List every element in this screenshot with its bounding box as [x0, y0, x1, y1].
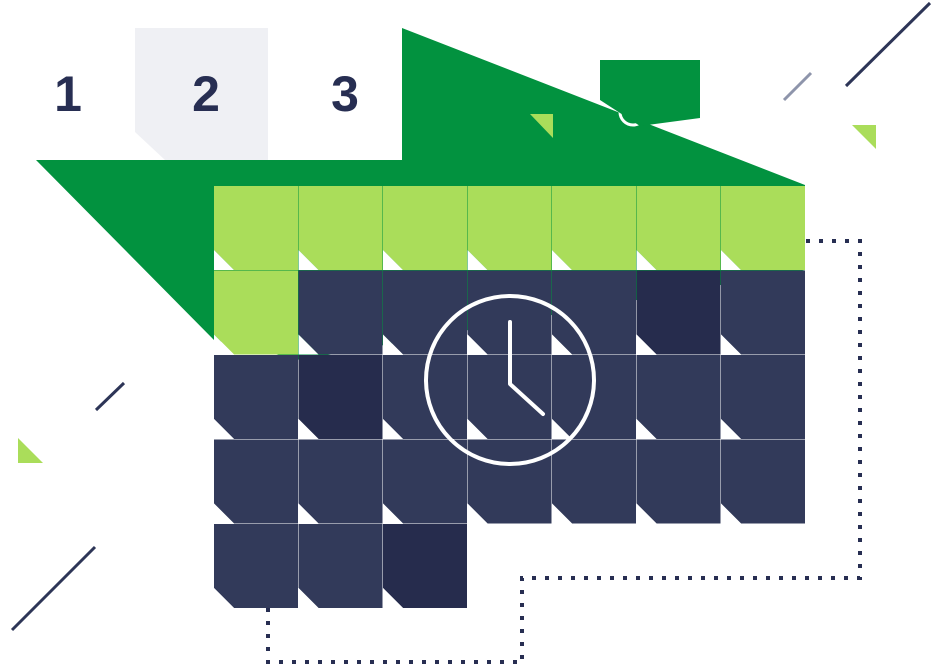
day-cell-fold — [467, 250, 488, 270]
day-cell — [383, 355, 467, 439]
step-3-label: 3 — [331, 66, 359, 122]
clock-icon — [424, 294, 596, 466]
day-cell-fold — [298, 503, 319, 524]
day-cell — [214, 355, 298, 439]
day-cell — [721, 355, 805, 439]
step-2-label: 2 — [192, 66, 220, 122]
day-cell — [552, 270, 636, 355]
day-grid — [214, 186, 805, 608]
day-cell — [636, 186, 721, 270]
decor-triangle-1 — [530, 114, 553, 138]
decor-triangle-2 — [852, 125, 876, 149]
day-cell-fold — [552, 419, 572, 439]
day-cell-fold — [721, 334, 741, 355]
day-cell-fold — [383, 334, 403, 355]
day-cell — [214, 270, 298, 355]
day-cell-fold — [298, 250, 319, 270]
day-cell-fold — [214, 250, 234, 270]
day-cell — [467, 355, 552, 439]
day-cell-fold — [552, 334, 572, 355]
day-cell-fold — [383, 503, 403, 524]
day-cell — [383, 439, 467, 524]
day-cell-fold — [298, 419, 319, 439]
day-cell — [636, 270, 721, 355]
dotted-connector-right — [520, 239, 862, 662]
day-cell — [383, 186, 467, 270]
day-cell — [552, 186, 636, 270]
day-cell — [467, 186, 552, 270]
day-cell — [467, 270, 552, 355]
day-cell-fold — [214, 334, 234, 355]
decor-line-3 — [94, 381, 126, 412]
day-cell-fold — [721, 250, 741, 270]
day-cell — [298, 524, 383, 608]
day-cell — [636, 439, 721, 524]
day-cell — [383, 270, 467, 355]
day-cell-fold — [298, 588, 319, 608]
day-cell-fold — [214, 419, 234, 439]
day-cell-fold — [552, 250, 572, 270]
day-cell-fold — [214, 588, 234, 608]
decor-line-2 — [782, 71, 813, 102]
decor-line-1 — [844, 1, 932, 88]
day-cell — [636, 355, 721, 439]
day-cell — [298, 355, 383, 439]
day-cell-fold — [298, 334, 319, 355]
binder-ring-cover — [600, 60, 700, 126]
day-cell-fold — [636, 419, 657, 439]
decor-triangle-3 — [18, 438, 43, 463]
day-cell-fold — [636, 250, 657, 270]
day-cell — [383, 524, 467, 608]
day-cell — [214, 524, 298, 608]
day-cell — [298, 270, 383, 355]
step-1-label: 1 — [54, 66, 82, 122]
day-cell — [467, 439, 552, 524]
day-cell-fold — [636, 503, 657, 524]
day-cell — [721, 186, 805, 270]
day-cell-fold — [383, 588, 403, 608]
day-cell-fold — [636, 334, 657, 355]
day-cell-fold — [552, 503, 572, 524]
day-cell-fold — [383, 419, 403, 439]
day-cell-fold — [467, 419, 488, 439]
day-cell-fold — [383, 250, 403, 270]
step-2-tab — [135, 28, 268, 160]
day-cell-fold — [214, 503, 234, 524]
decor-line-4 — [10, 545, 97, 632]
day-cell-fold — [721, 503, 741, 524]
day-cell — [552, 439, 636, 524]
dotted-connector-left — [266, 608, 522, 664]
day-cell — [721, 270, 805, 355]
day-cell — [214, 439, 298, 524]
day-cell — [214, 186, 298, 270]
day-cell — [298, 439, 383, 524]
day-cell-fold — [721, 419, 741, 439]
day-cell — [298, 186, 383, 270]
day-cell — [721, 439, 805, 524]
day-cell-fold — [467, 334, 488, 355]
day-cell-fold — [467, 503, 488, 524]
